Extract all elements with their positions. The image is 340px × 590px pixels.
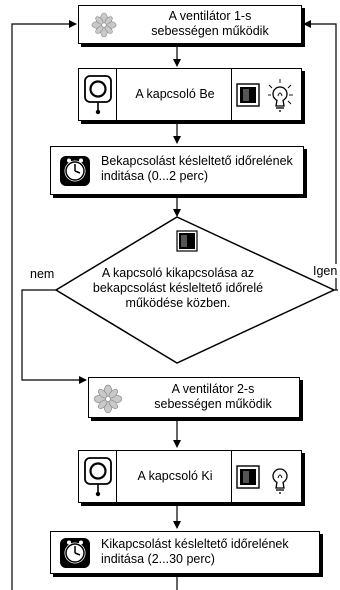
fan-icon [91,12,117,43]
loop-line-left [11,20,77,590]
timer-switch-icon [84,457,112,502]
decision-line2: bekapcsolást késleltető időrelé [92,281,264,295]
step-on-delay-timer: Bekapcsolást késleltető időrelének indit… [50,146,304,195]
switch-lamp-off-icon [235,457,299,502]
switch-lamp-on-icon [235,75,299,120]
fan-icon [93,384,123,419]
clock-icon [59,537,91,574]
fan1-line1: A ventilátor 1-s [168,9,252,23]
timer-on-line2: inditása (0...2 perc) [101,169,208,183]
timer-off-line1: Kikapcsolást késleltető időrelének [101,537,289,551]
step-off-delay-timer: Kikapcsolást késleltető időrelének indit… [50,531,320,574]
decision-line3: működése közben. [125,296,231,310]
clock-icon [59,155,91,192]
decision-diamond [54,216,336,364]
timer-switch-icon [84,75,112,120]
branch-no-label: nem [30,267,55,281]
step-switch-on: A kapcsoló Be [78,68,302,121]
decision-line1: A kapcsoló kikapcsolása az [101,266,255,280]
branch-yes-label: Igen [313,264,338,278]
switch-off-label: A kapcsoló Ki [137,469,213,483]
fan2-line1: A ventilátor 2-s [171,382,255,396]
step-fan-speed-2: A ventilátor 2-s sebességen működik [88,377,300,418]
step-fan-speed-1: A ventilátor 1-s sebességen működik [78,5,302,44]
timer-off-line2: inditása (2...30 perc) [101,552,215,566]
step-switch-off: A kapcsoló Ki [78,450,302,503]
switch-icon [176,230,198,257]
loop-line-right [303,20,337,290]
fan2-line2: sebességen működik [154,397,272,411]
timer-on-line1: Bekapcsolást késleltető időrelének [101,154,293,168]
no-branch-line [21,289,87,384]
switch-on-label: A kapcsoló Be [135,87,215,101]
fan1-line2: sebességen működik [151,24,269,38]
